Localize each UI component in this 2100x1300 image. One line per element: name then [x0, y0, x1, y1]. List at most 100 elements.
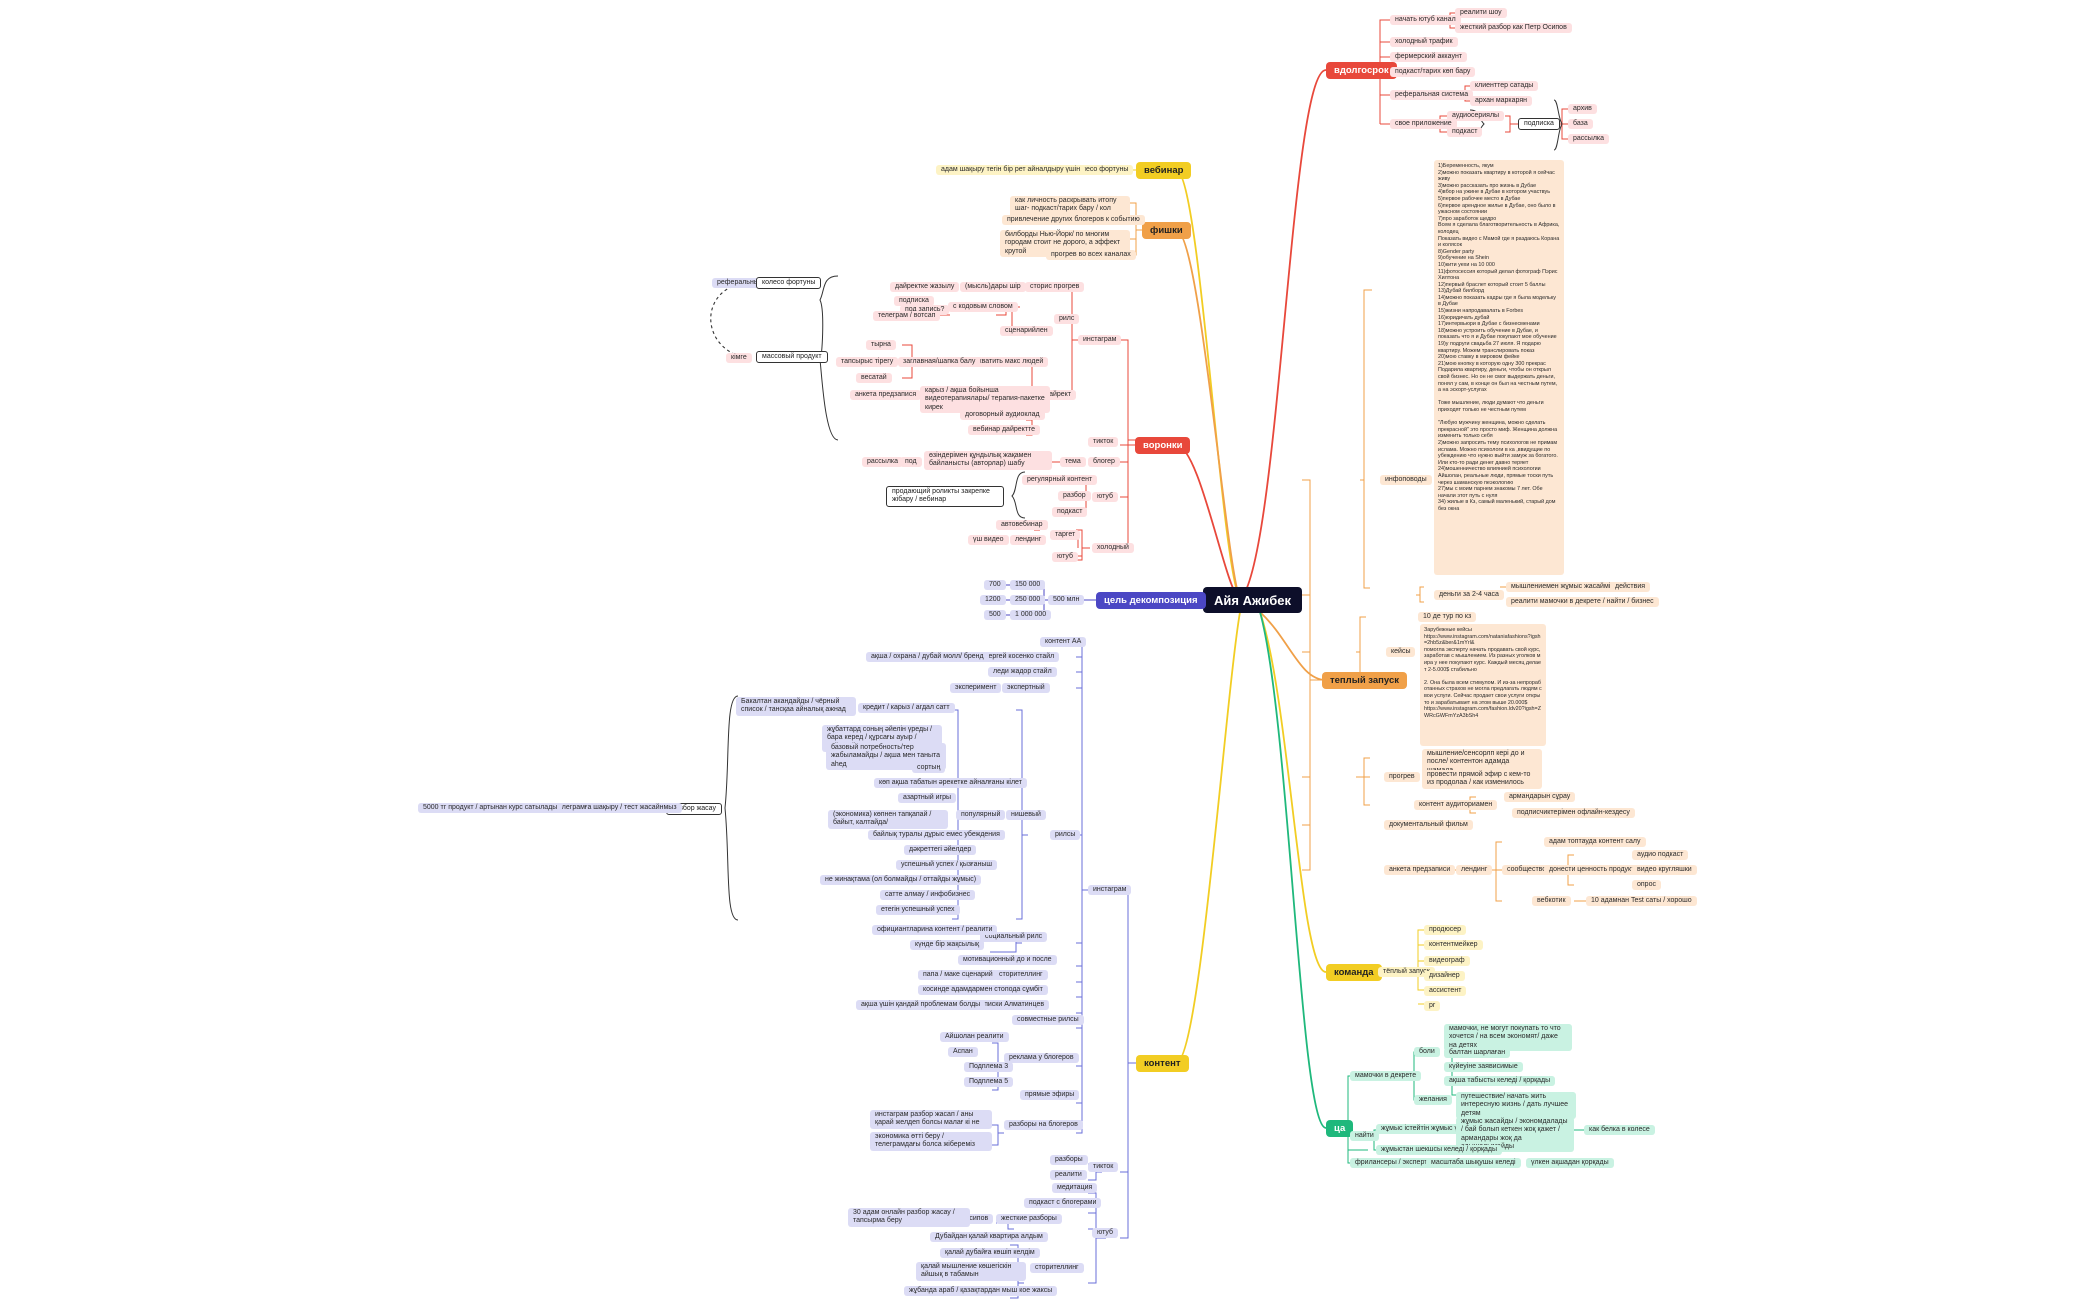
node-keyword[interactable]: с кодовым словом — [948, 302, 1018, 313]
node-tt-reality[interactable]: реалити — [1050, 1170, 1087, 1181]
node-voronki-blogger[interactable]: блогер — [1088, 457, 1120, 468]
node-kz-tour[interactable]: 10 де тур по кз — [1418, 612, 1477, 623]
node-pain-3[interactable]: күйеуіне заявисимые — [1444, 1062, 1523, 1073]
branch-fishki[interactable]: фишки — [1142, 222, 1191, 240]
node-content-insta[interactable]: инстаграм — [1088, 885, 1132, 896]
node-target[interactable]: таргет — [1050, 530, 1081, 541]
node-referral-system[interactable]: реферальная система — [1390, 90, 1474, 101]
node-warmup-3[interactable]: контент аудиториамен — [1414, 800, 1498, 811]
node-voronki-cold[interactable]: холодный — [1092, 543, 1134, 554]
node-debt-therapy[interactable]: карыз / ақша бойынша видеотерапиялары/ т… — [920, 386, 1050, 413]
niche-item[interactable]: кредит / карыз / агдал сатт — [858, 703, 955, 714]
node-farmer-account[interactable]: фермерский аккаунт — [1390, 52, 1468, 63]
node-youtube-channel[interactable]: начать ютуб канал — [1390, 15, 1461, 26]
node-producer[interactable]: продюсер — [1424, 925, 1467, 936]
node-find[interactable]: найти — [1350, 1131, 1379, 1142]
node-500mln[interactable]: 500 млн — [1048, 595, 1085, 606]
node-videographer[interactable]: видеограф — [1424, 956, 1470, 967]
node-big-money[interactable]: үлкен ақшадан қорқады — [1526, 1158, 1614, 1169]
node-fishka-2[interactable]: привлечение других блогеров к событию — [1002, 215, 1145, 226]
node-voronki-reels[interactable]: рилс — [1054, 314, 1080, 325]
node-leave-job[interactable]: жұмыстан шекшсы келеді / қорқады — [1376, 1145, 1503, 1156]
node-teplyi-landing[interactable]: лендинг — [1456, 865, 1493, 876]
node-content-youtube[interactable]: ютуб — [1092, 1228, 1118, 1239]
node-arkhan[interactable]: архан маркарян — [1470, 96, 1533, 107]
node-money-guard[interactable]: ақша / охрана / дубай молл/ бренд — [866, 652, 989, 663]
node-own-app[interactable]: свое приложение — [1390, 119, 1457, 130]
node-designer[interactable]: дизайнер — [1424, 971, 1465, 982]
node-documentary[interactable]: документальный фильм — [1384, 820, 1473, 831]
node-arab-kazakh[interactable]: жұбанда араб / қазақтардан мыш кое жаксы — [904, 1286, 1058, 1297]
node-wheel-fortune-2[interactable]: колесо фортуны — [756, 277, 822, 290]
branch-ca[interactable]: ца — [1326, 1120, 1354, 1138]
node-landing[interactable]: лендинг — [1010, 535, 1047, 546]
node-contract-audio[interactable]: договорный аудиоклад — [960, 410, 1045, 421]
node-subscribe[interactable]: подписка — [894, 296, 934, 307]
node-scale[interactable]: масштаба шықушы келеді — [1426, 1158, 1521, 1169]
node-mailing-2[interactable]: рассылка — [862, 457, 904, 468]
node-fishka-4[interactable]: прогрев во всех каналах — [1046, 250, 1136, 261]
node-social-reels[interactable]: социальный рилс — [980, 932, 1048, 943]
node-yt-storytelling[interactable]: сторителлинг — [1030, 1263, 1084, 1274]
node-presign[interactable]: анкета предзаписи — [1384, 865, 1456, 876]
node-mass-product[interactable]: массовый продукт — [756, 351, 828, 364]
node-stories-thought[interactable]: (мысль)дары шір — [960, 282, 1026, 293]
node-direct-write[interactable]: дайректке жазылу — [890, 282, 960, 293]
node-review[interactable]: разбор — [1058, 491, 1091, 502]
node-mailing[interactable]: рассылка — [1568, 134, 1610, 145]
node-daily-good[interactable]: күнде бір жақсылық — [910, 940, 985, 951]
niche-item[interactable]: сортың — [912, 763, 946, 774]
node-video-circles[interactable]: видео кругляшки — [1632, 865, 1697, 876]
node-poll[interactable]: опрос — [1632, 880, 1661, 891]
branch-teplyi[interactable]: теплый запуск — [1322, 672, 1408, 690]
node-hard-reviews[interactable]: жесткие разборы — [996, 1214, 1062, 1225]
node-joint-reels[interactable]: совместные рилсы — [1012, 1015, 1084, 1026]
node-content-reels[interactable]: рилсы — [1050, 830, 1081, 841]
branch-voronki[interactable]: воронки — [1135, 437, 1191, 455]
node-blogger-ads[interactable]: реклама у блогеров — [1004, 1053, 1079, 1064]
node-scenario[interactable]: сценарийлен — [1000, 326, 1053, 337]
node-ask-dreams[interactable]: армандарын сұрау — [1504, 792, 1576, 803]
node-podcast[interactable]: подкаст/тарих көп бару — [1390, 67, 1476, 78]
node-content-aa[interactable]: контент АА — [1040, 637, 1087, 648]
node-pain-1[interactable]: мамочки, не могут покупать то что хочетс… — [1444, 1024, 1572, 1051]
node-pain-2[interactable]: балтан шарлаған — [1444, 1048, 1511, 1059]
node-telegram-whatsapp[interactable]: телеграм / вотсап — [873, 311, 941, 322]
node-tyrna[interactable]: тырна — [866, 340, 896, 351]
node-offline-meet[interactable]: подписчиктерімен офлайн-кездесу — [1512, 808, 1635, 819]
node-cases[interactable]: кейсы — [1386, 647, 1416, 658]
node-webcam[interactable]: вебкотик — [1532, 896, 1571, 907]
node-motivation[interactable]: мотивационный до и после — [958, 955, 1057, 966]
node-header-setup[interactable]: заглавная/шапка балу — [898, 357, 981, 368]
branch-decomp[interactable]: цель декомпозиция — [1096, 592, 1206, 610]
node-to-whom[interactable]: кімге — [726, 353, 752, 364]
niche-item[interactable]: азартный игры — [898, 793, 957, 804]
node-squirrel[interactable]: как белка в колесе — [1584, 1125, 1655, 1136]
node-decomp-b1[interactable]: 250 000 — [1010, 595, 1046, 606]
node-decomp-a1[interactable]: 1200 — [980, 595, 1006, 606]
node-almaty-notes[interactable]: записки Алматинцев — [972, 1000, 1050, 1011]
node-ad-2[interactable]: Подплема 3 — [964, 1062, 1014, 1073]
node-reality-moms[interactable]: реалити мамочки в декрете / найти / бизн… — [1506, 597, 1659, 608]
node-recording[interactable]: под запись? — [900, 305, 950, 316]
node-blogger-reviews[interactable]: разборы на блогеров — [1004, 1120, 1083, 1131]
branch-komanda[interactable]: команда — [1326, 964, 1382, 982]
node-test-sale[interactable]: 10 адамнан Test саты / хорошо — [1586, 896, 1697, 907]
node-cold-traffic[interactable]: холодный трафик — [1390, 37, 1458, 48]
node-experiment[interactable]: эксперимент — [950, 683, 1002, 694]
node-pr[interactable]: pr — [1424, 1001, 1441, 1012]
node-info-occasions[interactable]: инфоповоды — [1380, 475, 1432, 486]
node-hard-review[interactable]: жесткий разбор как Петр Осипов — [1455, 23, 1572, 34]
node-stories-warmup[interactable]: сторис прогрев — [1025, 282, 1085, 293]
node-pains[interactable]: боли — [1414, 1047, 1440, 1058]
niche-item[interactable]: успешный успех / қызғаныш — [896, 860, 998, 871]
branch-content[interactable]: контент — [1136, 1055, 1189, 1073]
niche-item[interactable]: (экономика) көпнен тапқапай / байыт, кал… — [828, 810, 948, 829]
node-capture-people[interactable]: захватить макс людей — [966, 357, 1049, 368]
node-group-content[interactable]: адам топтауда контент салу — [1544, 837, 1646, 848]
node-money-hours[interactable]: деньги за 2-4 часа — [1434, 590, 1504, 601]
node-yt-podcast[interactable]: подкаст — [1052, 507, 1088, 518]
niche-item[interactable]: дәкреттегі әйелдер — [904, 845, 977, 856]
node-moms[interactable]: мамочки в декрете — [1350, 1071, 1422, 1082]
node-decomp-b2[interactable]: 1 000 000 — [1010, 610, 1052, 621]
